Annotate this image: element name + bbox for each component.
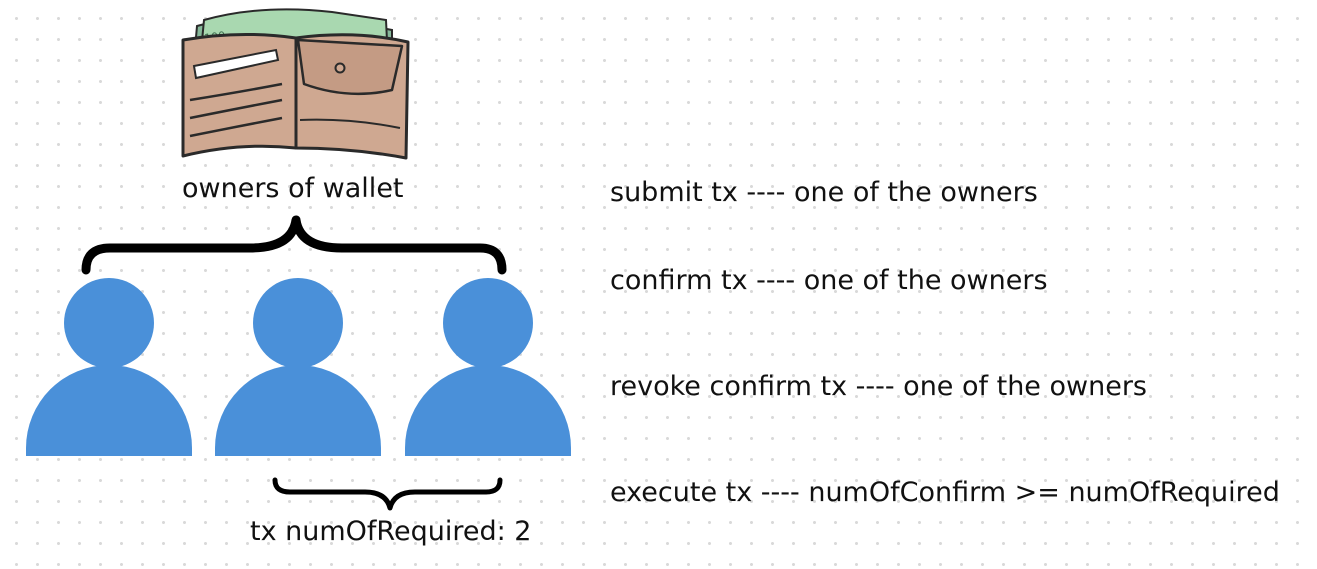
rule-submit-tx: submit tx ---- one of the owners (610, 177, 1038, 208)
rule-confirm-tx: confirm tx ---- one of the owners (610, 265, 1048, 296)
owner-icon (26, 278, 192, 456)
wallet-caption: owners of wallet (182, 173, 404, 204)
owner-icon (405, 278, 571, 456)
required-caption: tx numOfRequired: 2 (250, 516, 532, 547)
wallet-icon: 100 (181, 8, 410, 160)
owners-brace (81, 215, 507, 275)
required-brace (272, 477, 503, 511)
rule-execute-tx: execute tx ---- numOfConfirm >= numOfReq… (610, 477, 1280, 508)
owner-icon (215, 278, 381, 456)
rule-revoke-confirm-tx: revoke confirm tx ---- one of the owners (610, 371, 1147, 402)
